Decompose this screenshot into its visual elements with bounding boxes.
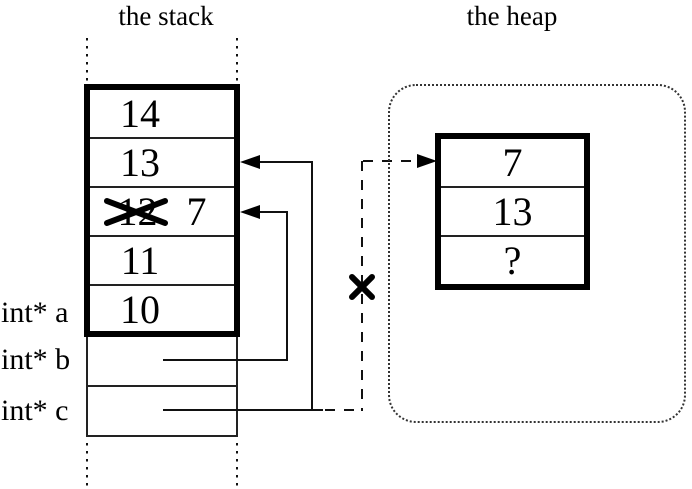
heap-block-box: 7 13 ? — [435, 133, 590, 290]
stack-cell-value: 14 — [120, 91, 160, 136]
heap-boundary-dotted-box — [388, 84, 686, 423]
pointer-b-line-shaft — [244, 211, 288, 213]
stack-cell-old-value: 12 — [103, 188, 168, 235]
pointer-b-label: int* b — [1, 343, 71, 376]
pointer-c-label: int* c — [1, 394, 69, 427]
stack-cell-updated: 12 7 — [90, 186, 234, 235]
stack-cell-value: 13 — [120, 140, 160, 185]
heap-title: the heap — [466, 1, 558, 31]
stack-cell-new-value: 7 — [186, 189, 207, 234]
stack-boundary-dotted-line — [86, 443, 88, 487]
arrowhead-left-icon — [240, 155, 260, 169]
pointer-c-line-vertical — [311, 161, 313, 411]
heap-cell-value: 13 — [492, 189, 533, 234]
heap-cell: 13 — [441, 186, 584, 235]
invalid-pointer-cross-icon — [349, 274, 375, 300]
arrowhead-right-icon — [417, 154, 437, 168]
stack-frame-box: 14 13 12 7 11 10 — [84, 84, 240, 337]
pointer-c-line-shaft — [244, 161, 313, 163]
stack-boundary-dotted-line — [236, 38, 238, 84]
heap-cell-value: 7 — [502, 140, 523, 185]
heap-cell-value: ? — [503, 238, 522, 283]
heap-cell: ? — [441, 235, 584, 284]
stack-cell-value: 10 — [120, 287, 160, 332]
pointer-b-slot — [88, 337, 236, 385]
stack-cell-value: 11 — [120, 238, 160, 283]
pointer-variables-box — [86, 337, 238, 437]
cross-out-icon — [103, 197, 168, 226]
stack-cell: 11 — [90, 235, 234, 284]
pointer-b-line-horizontal — [163, 359, 288, 361]
dashed-pointer-line-top — [363, 160, 417, 162]
pointer-c-line-horizontal — [163, 409, 323, 411]
stack-boundary-dotted-line — [236, 443, 238, 487]
dashed-pointer-line-bottom — [325, 409, 363, 411]
stack-title: the stack — [118, 1, 214, 31]
pointer-b-line-vertical — [286, 211, 288, 361]
stack-cell: 13 — [90, 137, 234, 186]
stack-cell: 14 — [90, 90, 234, 137]
pointer-a-label: int* a — [1, 296, 69, 329]
heap-cell: 7 — [441, 139, 584, 186]
stack-cell: 10 — [90, 284, 234, 333]
arrowhead-left-icon — [240, 205, 260, 219]
stack-boundary-dotted-line — [86, 38, 88, 84]
pointer-c-slot — [88, 385, 236, 435]
